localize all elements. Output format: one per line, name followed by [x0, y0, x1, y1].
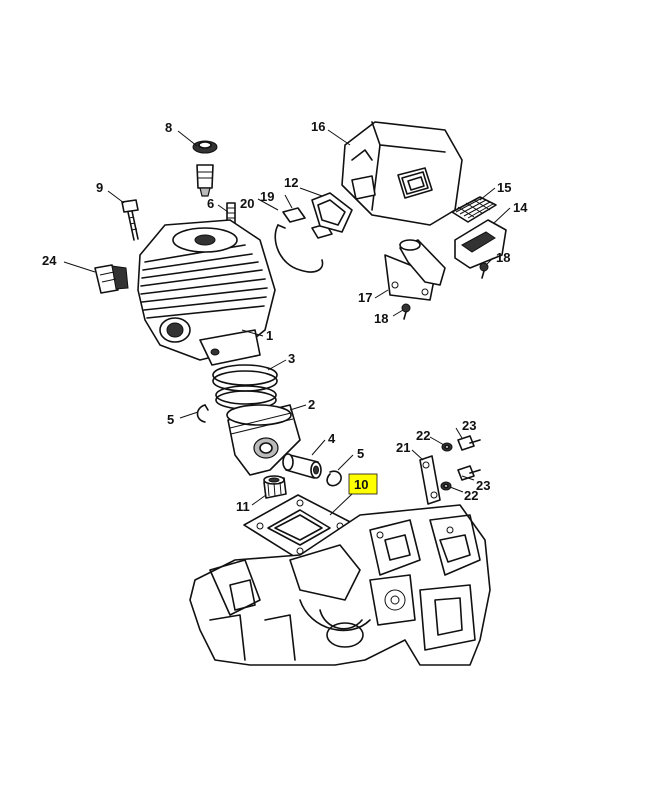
piston-rings-part — [212, 364, 278, 410]
label-part-5a: 5 — [167, 412, 174, 427]
crankcase-part — [189, 504, 491, 666]
label-part-22a: 22 — [416, 428, 430, 443]
spark-arrestor-screen-part — [451, 196, 497, 223]
cylinder-part — [137, 219, 276, 366]
label-part-9: 9 — [96, 180, 103, 195]
label-part-3: 3 — [288, 351, 295, 366]
label-part-8: 8 — [165, 120, 172, 135]
label-part-5b: 5 — [357, 446, 364, 461]
label-part-20: 20 — [240, 196, 254, 211]
label-part-17: 17 — [358, 290, 372, 305]
screw-part-18b — [401, 303, 411, 320]
plate-bar-part — [419, 455, 441, 505]
label-part-11: 11 — [236, 499, 250, 514]
clip-part-19 — [282, 207, 333, 239]
label-part-23a: 23 — [462, 418, 476, 433]
washer-part-22b — [440, 481, 452, 491]
screw-part-18a — [479, 262, 489, 279]
circlip-right-part — [326, 470, 342, 487]
piston-pin-part — [282, 453, 322, 479]
label-part-10: 10 — [354, 477, 368, 492]
label-part-4: 4 — [328, 431, 336, 446]
spring-wire-part — [274, 224, 324, 273]
label-part-19: 19 — [260, 189, 274, 204]
label-part-6: 6 — [207, 196, 214, 211]
exhaust-bracket-part — [384, 239, 446, 301]
spark-plug-part — [94, 264, 129, 294]
highlight-box — [348, 473, 378, 495]
piston-part — [226, 404, 301, 476]
label-part-2: 2 — [308, 397, 315, 412]
washer-part-22a — [441, 442, 453, 452]
needle-cage-part — [263, 475, 287, 499]
cover-plate-part — [454, 219, 507, 269]
label-part-18a: 18 — [496, 250, 510, 265]
cylinder-screw-part — [121, 199, 139, 241]
label-part-12: 12 — [284, 175, 298, 190]
label-part-14: 14 — [513, 200, 528, 215]
circlip-left-part — [196, 404, 209, 423]
flange-gasket-part — [311, 192, 353, 233]
label-part-15: 15 — [497, 180, 511, 195]
label-part-23b: 23 — [476, 478, 490, 493]
label-part-22b: 22 — [464, 488, 478, 503]
decompression-valve-part — [192, 140, 218, 197]
muffler-part — [341, 121, 463, 226]
leader-lines — [63, 129, 511, 516]
label-part-1: 1 — [266, 328, 273, 343]
part-labels: 8 16 9 12 15 20 19 6 14 24 18 17 18 1 3 … — [42, 119, 528, 514]
bolt-part-23a — [457, 435, 481, 451]
label-part-21: 21 — [396, 440, 410, 455]
label-part-16: 16 — [311, 119, 325, 134]
label-part-18b: 18 — [374, 311, 388, 326]
label-part-24: 24 — [42, 253, 57, 268]
